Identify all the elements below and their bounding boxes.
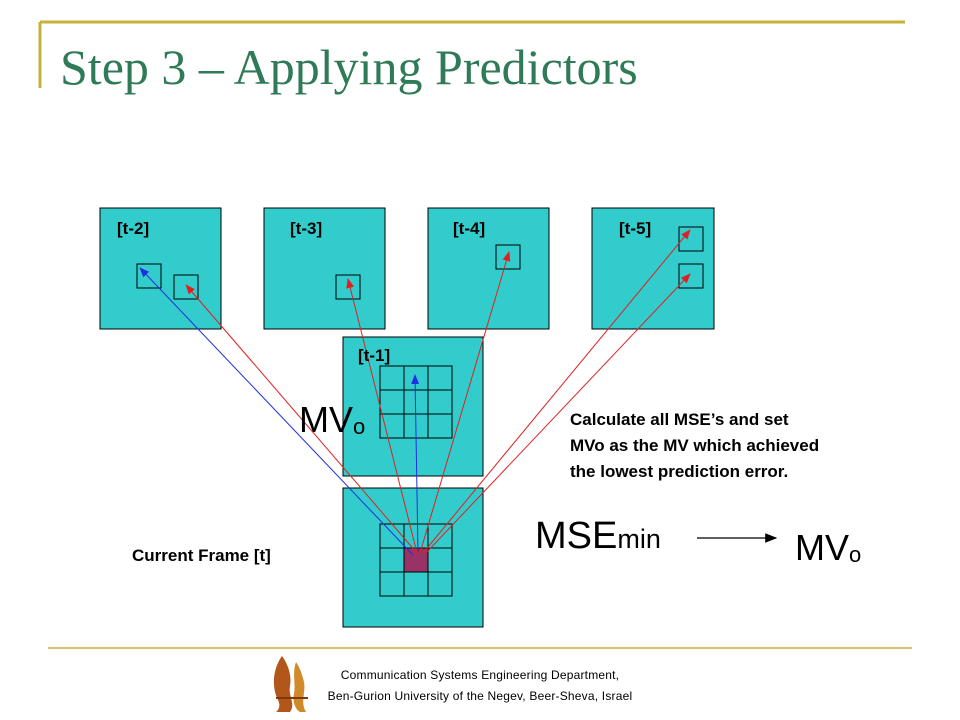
frame-t-3 <box>263 207 386 330</box>
mv-o-sub: o <box>353 414 366 439</box>
block-t-4 <box>495 244 521 270</box>
block-t-2-a <box>136 263 162 289</box>
arrow-red-t-2 <box>185 284 418 554</box>
arrow-blue-t-2 <box>139 267 414 556</box>
frame-label-t-4: [t-4] <box>453 219 486 238</box>
slide-title: Step 3 – Applying Predictors <box>60 39 638 95</box>
footer-line-2: Ben-Gurion University of the Negev, Beer… <box>327 689 633 703</box>
arrow-blue-t-1 <box>411 374 420 553</box>
frame-t-1 <box>342 336 484 477</box>
arrow-red-t-5-b <box>424 273 691 555</box>
university-flame-logo <box>273 656 308 712</box>
mv-o-result-sub: o <box>849 542 862 567</box>
mv-o-result-label: MVo <box>795 527 861 569</box>
block-t-3 <box>335 274 361 300</box>
frame-label-t-5: [t-5] <box>619 219 652 238</box>
mv-o-result-main: MV <box>795 527 849 568</box>
frame-label-t-2: [t-2] <box>117 219 150 238</box>
mv-o-label: MVo <box>299 399 365 441</box>
frame-label-t-3: [t-3] <box>290 219 323 238</box>
mse-sub: min <box>617 524 661 554</box>
arrow-red-t-5-a <box>422 229 691 554</box>
frame-label-t-1: [t-1] <box>358 346 391 365</box>
block-t-2-b <box>173 274 199 300</box>
current-frame-label: Current Frame [t] <box>132 546 271 565</box>
frame-t-4 <box>427 207 550 330</box>
frame-t-5 <box>591 207 715 330</box>
note-text: Calculate all MSE’s and set MVo as the M… <box>570 407 819 485</box>
frame-t-2 <box>99 207 222 330</box>
note-line-3: the lowest prediction error. <box>570 462 789 481</box>
arrow-red-t-4 <box>419 251 511 554</box>
note-line-2: MVo as the MV which achieved <box>570 436 820 455</box>
footer: Communication Systems Engineering Depart… <box>0 665 960 707</box>
note-line-1: Calculate all MSE’s and set <box>570 410 789 429</box>
mse-main: MSE <box>535 515 618 557</box>
mse-min-label: MSEmin <box>535 515 661 558</box>
block-t-5-a <box>678 226 704 252</box>
mv-o-main: MV <box>299 399 353 440</box>
block-t-5-b <box>678 263 704 289</box>
arrow-red-t-3 <box>346 278 418 554</box>
footer-line-1: Communication Systems Engineering Depart… <box>340 668 620 682</box>
